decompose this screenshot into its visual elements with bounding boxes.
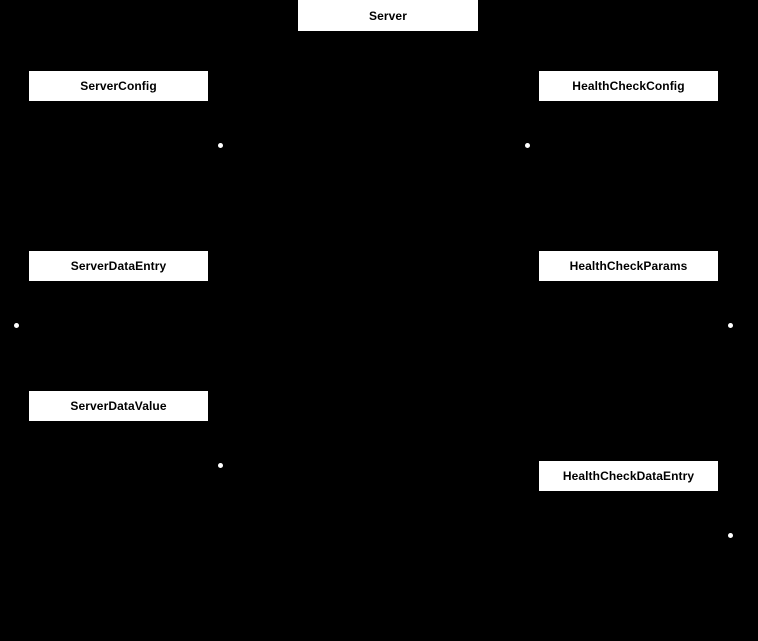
node-server[interactable]: Server <box>298 0 478 31</box>
node-label-server: Server <box>369 8 407 23</box>
edge-marker-dot-1 <box>218 143 223 148</box>
node-server-data-value[interactable]: ServerDataValue <box>29 391 208 421</box>
node-health-check-config[interactable]: HealthCheckConfig <box>539 71 718 101</box>
node-server-data-entry[interactable]: ServerDataEntry <box>29 251 208 281</box>
node-health-check-params[interactable]: HealthCheckParams <box>539 251 718 281</box>
node-label-server-config: ServerConfig <box>80 79 157 93</box>
node-label-server-data-value: ServerDataValue <box>70 399 167 413</box>
edge-marker-dot-4 <box>728 323 733 328</box>
edge-marker-dot-5 <box>218 463 223 468</box>
edge-marker-dot-6 <box>728 533 733 538</box>
edge-marker-dot-2 <box>525 143 530 148</box>
node-server-config[interactable]: ServerConfig <box>29 71 208 101</box>
node-label-health-check-config: HealthCheckConfig <box>572 79 685 93</box>
node-label-server-data-entry: ServerDataEntry <box>70 259 167 273</box>
node-label-health-check-data-entry: HealthCheckDataEntry <box>562 469 695 483</box>
node-health-check-data-entry[interactable]: HealthCheckDataEntry <box>539 461 718 491</box>
node-label-health-check-params: HealthCheckParams <box>569 259 688 273</box>
edge-marker-dot-3 <box>14 323 19 328</box>
